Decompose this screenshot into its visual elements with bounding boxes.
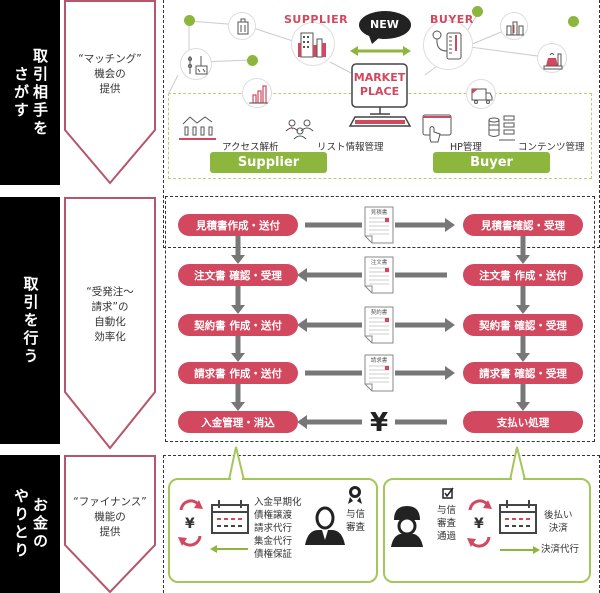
buyer-button[interactable]: Buyer [433, 152, 550, 173]
chevron-automation: “受発注〜 請求”の 自動化 効率化 [64, 197, 156, 450]
chevron-finance: “ファイナンス” 機能の 提供 [64, 455, 156, 593]
network-node-dot [247, 55, 258, 66]
buyer-step-pill[interactable]: 請求書 確認・受理 [463, 362, 583, 384]
buyer-deferred-payment: 後払い 決済 [544, 510, 573, 534]
section-title-col: やりとり [12, 488, 30, 560]
market-place-line: PLACE [359, 85, 400, 98]
yen-symbol: ¥ [474, 516, 484, 532]
buyer-finance-box [383, 478, 591, 583]
section-title-col: 取引相手を [31, 47, 49, 138]
warehouse-crane-icon [180, 48, 212, 80]
supplier-step-pill[interactable]: 契約書 作成・送付 [178, 314, 298, 336]
section-title-col: お金の [31, 497, 49, 551]
supplier-button[interactable]: Supplier [210, 152, 327, 173]
buyer-step-pill[interactable]: 見積書確認・受理 [463, 214, 583, 236]
buyer-title: BUYER [430, 13, 474, 26]
chevron-matching: “マッチング” 機会の 提供 [64, 0, 156, 185]
section-title-col: 取引を行う [21, 275, 40, 366]
plant-icon [537, 43, 567, 73]
growth-chart-icon [242, 78, 272, 108]
content-management-label: コンテンツ管理 [518, 142, 585, 153]
supplier-buildings-icon [291, 22, 335, 66]
section-title-transaction: 取引を行う [0, 197, 60, 444]
office-building-icon [228, 12, 256, 40]
network-node-dot [184, 15, 195, 26]
buyer-machine-icon [423, 20, 473, 70]
network-node-dot [568, 16, 579, 27]
workflow-area [165, 196, 595, 442]
supplier-title: SUPPLIER [284, 13, 349, 26]
chevron-text: “ファイナンス” 機能の 提供 [73, 496, 147, 538]
chevron-text: “マッチング” 機会の 提供 [78, 53, 142, 95]
section-title-col: さがす [12, 65, 30, 120]
access-analysis-label: アクセス解析 [222, 142, 279, 153]
chevron-text: “受発注〜 請求”の 自動化 効率化 [86, 286, 134, 343]
supplier-step-pill[interactable]: 注文書 確認・受理 [178, 264, 298, 286]
buyer-settlement-agency: 決済代行 [541, 544, 580, 555]
delivery-truck-icon [466, 79, 496, 109]
supplier-step-pill[interactable]: 見積書作成・送付 [178, 214, 298, 236]
list-management-label: リスト情報管理 [317, 142, 384, 153]
buyer-step-pill[interactable]: 支払い処理 [463, 411, 583, 433]
yen-symbol: ¥ [185, 516, 195, 532]
network-node-dot [472, 6, 483, 17]
section-title-money: お金の やりとり [0, 455, 60, 593]
factory-buildings-icon [500, 12, 528, 40]
market-place-line: MARKET [353, 71, 406, 84]
hp-management-label: HP管理 [450, 142, 482, 153]
supplier-step-pill[interactable]: 入金管理・消込 [178, 411, 298, 433]
market-place-label: MARKET PLACE [352, 71, 407, 99]
supplier-credit-review: 与信 審査 [346, 509, 366, 533]
buyer-step-pill[interactable]: 注文書 作成・送付 [463, 264, 583, 286]
new-label: NEW [370, 18, 399, 31]
supplier-finance-box [168, 478, 378, 583]
supplier-step-pill[interactable]: 請求書 作成・送付 [178, 362, 298, 384]
buyer-credit-passed: 与信 審査 通過 [437, 505, 457, 542]
supplier-finance-services: 入金早期化 債権譲渡 請求代行 集金代行 債権保証 [254, 497, 302, 560]
section-title-find-partner: 取引相手を さがす [0, 0, 60, 185]
buyer-step-pill[interactable]: 契約書 確認・受理 [463, 314, 583, 336]
